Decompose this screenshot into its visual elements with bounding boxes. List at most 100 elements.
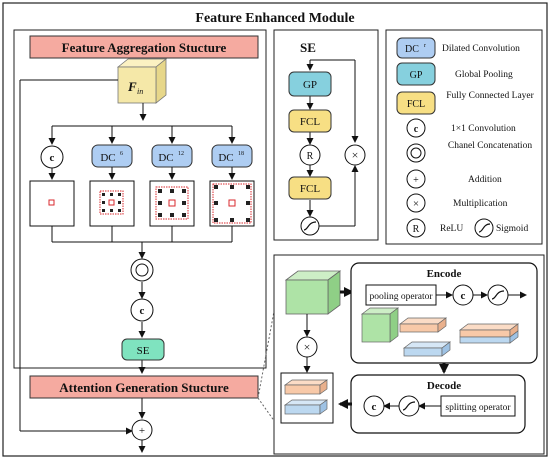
green-feature-cube — [284, 270, 342, 315]
legend-mult-text: Multiplication — [453, 199, 508, 209]
kernel-dot — [48, 199, 55, 206]
legend-mult-symbol: × — [413, 198, 419, 210]
pooling-operator-label: pooling operator — [369, 292, 433, 302]
sigmoid-icon — [303, 221, 317, 231]
output-layer-blue — [283, 399, 329, 415]
se-lines — [306, 59, 359, 227]
decode-conv-label: c — [372, 401, 377, 413]
se-fcl1-box — [288, 109, 332, 133]
legend-conv-text: 1×1 Convolution — [451, 124, 516, 134]
legend-item-concat: Chanel Concatenation — [406, 141, 533, 163]
ags-mult-label: × — [304, 340, 311, 354]
input-symbol: F — [127, 79, 137, 94]
encode-layer-peach-1 — [398, 317, 448, 333]
se-relu-label: R — [307, 151, 314, 162]
final-add-label: + — [139, 425, 145, 437]
kernel-dots-dc12 — [158, 189, 186, 217]
kernel-frame-dc18 — [212, 183, 252, 224]
kernel-box-1x1 — [29, 180, 75, 227]
kernel-dots-dc6 — [102, 193, 121, 212]
dc12-sup: 12 — [178, 151, 184, 157]
legend-add-symbol: + — [413, 175, 419, 186]
se-mult-label: × — [352, 148, 359, 162]
decode-sigmoid-circle — [398, 395, 420, 417]
fas-fanout-lines — [19, 79, 236, 435]
input-subscript: in — [137, 87, 143, 96]
legend-item-gp: GP Global Pooling — [396, 62, 513, 86]
legend-fcl-text: Fully Connected Layer — [446, 91, 534, 101]
kernel-box-dc6 — [89, 180, 135, 227]
fas-conv-label: c — [140, 305, 145, 317]
sigmoid-icon — [478, 223, 491, 233]
legend-gp-text: Global Pooling — [455, 70, 513, 80]
fas-header — [29, 35, 259, 59]
kernel-frame-dc6 — [99, 190, 124, 215]
legend-gp-symbol: GP — [410, 70, 423, 81]
sigmoid-icon — [491, 290, 505, 300]
legend-dc-text: Dilated Convolution — [442, 44, 520, 54]
fas-se-label: SE — [137, 345, 150, 357]
sigmoid-icon — [402, 401, 416, 411]
decode-conv-circle — [363, 395, 385, 417]
legend-item-dc: DC r Dilated Convolution — [396, 37, 520, 59]
dc6-label: DC — [100, 152, 115, 164]
legend-item-add: + Addition — [406, 169, 502, 189]
kernel-center-dc12 — [168, 199, 176, 207]
fas-se-box — [121, 338, 165, 361]
legend-add-text: Addition — [468, 175, 502, 185]
encode-layer-blue-1 — [402, 341, 452, 357]
se-fcl2-label: FCL — [300, 183, 320, 195]
output-layer-peach — [283, 379, 329, 395]
fas-conv-circle — [130, 298, 154, 322]
legend-item-relu: R ReLU — [406, 218, 463, 238]
decode-title: Decode — [427, 380, 461, 392]
legend-concat-text: Chanel Concatenation — [447, 141, 533, 151]
legend-item-fcl: FCL Fully Connected Layer — [396, 91, 534, 115]
legend-panel — [385, 29, 543, 245]
se-mult-circle — [344, 144, 366, 166]
dc18-sup: 18 — [238, 151, 244, 157]
se-fcl2-box — [288, 176, 332, 200]
legend-fcl-symbol: FCL — [407, 99, 425, 110]
legend-item-conv: c 1×1 Convolution — [406, 118, 516, 138]
ags-header-label: Attention Generation Stucture — [59, 380, 229, 395]
kernel-arrows — [48, 167, 236, 180]
input-feature-cube — [116, 58, 168, 104]
splitting-operator-label: splitting operator — [445, 403, 511, 413]
kernel-center-dc6 — [108, 199, 115, 206]
encode-sigmoid-circle — [487, 284, 509, 306]
legend-sigmoid-text: Sigmoid — [496, 224, 528, 234]
se-gp-box — [288, 71, 332, 97]
se-panel — [273, 29, 379, 241]
se-gp-label: GP — [303, 79, 317, 91]
legend-item-sigmoid: Sigmoid — [474, 218, 528, 238]
fas-header-label: Feature Aggregation Stucture — [62, 40, 227, 55]
page-title: Feature Enhanced Module — [195, 11, 354, 26]
encode-green-cube — [360, 307, 400, 343]
zoom-line-bottom — [257, 397, 283, 433]
se-relu-circle — [299, 144, 321, 166]
se-fcl1-label: FCL — [300, 116, 320, 128]
dc18-label: DC — [218, 152, 233, 164]
concat-inner-ring — [135, 263, 149, 277]
encode-layer-stack-right — [458, 323, 520, 344]
branch-conv-label: c — [50, 152, 55, 164]
legend-conv-symbol: c — [414, 124, 419, 135]
fas-fanin-lines — [51, 226, 233, 374]
encode-conv-label: c — [461, 290, 466, 302]
se-title: SE — [300, 40, 316, 55]
legend-relu-text: ReLU — [440, 224, 463, 234]
kernel-dots-dc18 — [214, 185, 250, 222]
legend-dc-symbol: DC — [405, 44, 419, 55]
dc12-label: DC — [158, 152, 173, 164]
legend-relu-symbol: R — [413, 224, 420, 235]
kernel-center-dc18 — [228, 199, 236, 207]
encode-title: Encode — [427, 268, 462, 280]
ags-header — [29, 375, 259, 399]
se-sigmoid-circle — [300, 216, 320, 236]
dc6-sup: 6 — [120, 151, 123, 157]
kernel-frame-dc12 — [155, 186, 189, 220]
legend-dc-sup: r — [424, 43, 426, 49]
legend-item-mult: × Multiplication — [406, 193, 508, 213]
